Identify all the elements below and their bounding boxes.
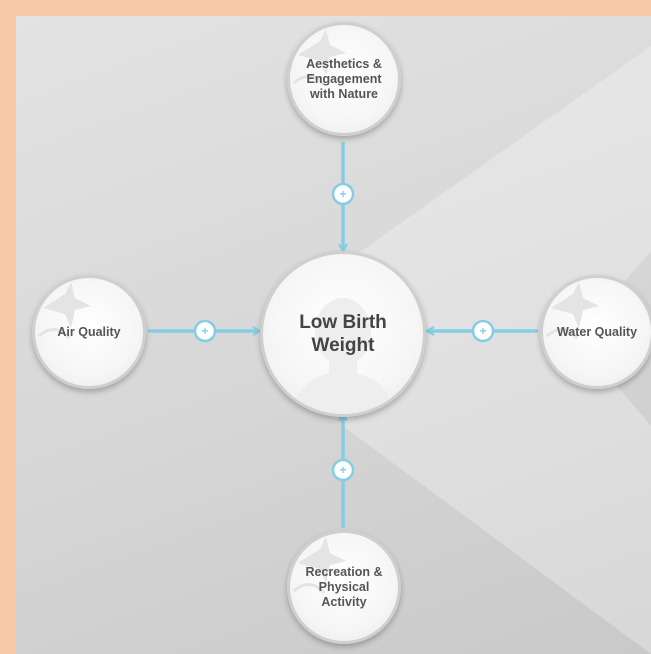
factor-label-left: Air Quality	[57, 324, 121, 339]
center-node: Low Birth Weight	[260, 251, 426, 417]
effect-marker-bottom: +	[331, 458, 355, 482]
factor-node-bottom: Recreation & Physical Activity	[287, 530, 401, 644]
light-beam	[343, 46, 651, 654]
factor-label-top: Aesthetics & Engagement with Nature	[306, 56, 382, 101]
bird-icon	[293, 537, 346, 595]
factor-label-bottom: Recreation & Physical Activity	[305, 564, 383, 609]
effect-marker-right: +	[471, 319, 495, 343]
effect-sign-bottom: +	[339, 463, 346, 477]
center-node-label: Low Birth Weight	[299, 312, 387, 356]
effect-marker-left: +	[193, 319, 217, 343]
effect-sign-left: +	[201, 324, 208, 338]
diagram-canvas: + + + + Low Birth Weight Aesthetics & En…	[16, 16, 651, 654]
factor-node-right: Water Quality	[540, 275, 651, 389]
effect-sign-top: +	[339, 187, 346, 201]
effect-marker-top: +	[331, 182, 355, 206]
factor-node-top: Aesthetics & Engagement with Nature	[287, 22, 401, 136]
bird-icon	[38, 282, 91, 340]
effect-sign-right: +	[479, 324, 486, 338]
factor-label-right: Water Quality	[556, 324, 638, 339]
bird-icon	[293, 29, 346, 87]
bird-icon	[546, 282, 599, 340]
head-silhouette-icon	[293, 298, 393, 414]
diagram-background: + + + +	[148, 46, 651, 654]
factor-node-left: Air Quality	[32, 275, 146, 389]
